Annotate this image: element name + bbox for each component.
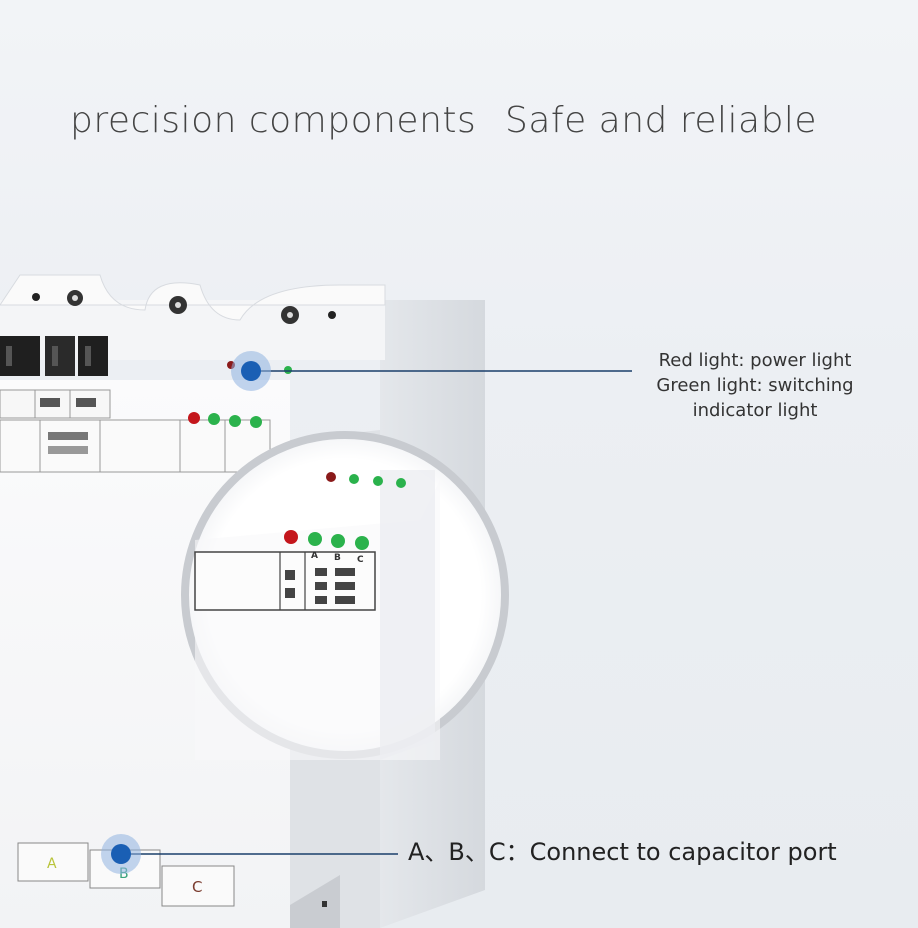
front-red-led bbox=[188, 412, 200, 424]
port-label-a: A bbox=[47, 856, 57, 872]
lens-green-led-c bbox=[355, 536, 369, 550]
callout-port-text: A、B、C：Connect to capacitor port bbox=[408, 838, 837, 866]
front-led-row bbox=[188, 412, 262, 428]
front-green-led-b bbox=[229, 415, 241, 427]
lens-red-led bbox=[284, 530, 298, 544]
lens-led-label-a: A bbox=[311, 551, 318, 561]
port-label-b: B bbox=[119, 866, 129, 882]
port-label-c: C bbox=[192, 878, 202, 896]
terminal-block bbox=[0, 274, 386, 376]
headline-precision: precision components bbox=[70, 100, 477, 141]
port-c-box bbox=[161, 865, 235, 907]
marker-port bbox=[111, 844, 131, 864]
callout-lights-text: Red light: power light Green light: swit… bbox=[640, 348, 870, 423]
port-a-box bbox=[17, 842, 89, 882]
lens-green-led-a bbox=[308, 532, 322, 546]
magnifier-lens: A B C bbox=[181, 431, 509, 760]
callout-lights-line3: indicator light bbox=[692, 400, 818, 421]
lens-green-led-b bbox=[331, 534, 345, 548]
callout-lights-line1: Red light: power light bbox=[658, 350, 852, 371]
lens-led-label-b: B bbox=[334, 553, 341, 563]
capacitor-port-labels: A B C bbox=[17, 842, 235, 907]
top-green-led bbox=[284, 366, 292, 374]
headline-safe: Safe and reliable bbox=[505, 100, 818, 141]
front-green-led-c bbox=[250, 416, 262, 428]
device-bottom-base bbox=[290, 875, 340, 928]
callout-lights-line2: Green light: switching bbox=[656, 375, 854, 396]
lens-led-label-c: C bbox=[357, 555, 364, 565]
front-green-led-a bbox=[208, 413, 220, 425]
marker-lights bbox=[241, 361, 261, 381]
